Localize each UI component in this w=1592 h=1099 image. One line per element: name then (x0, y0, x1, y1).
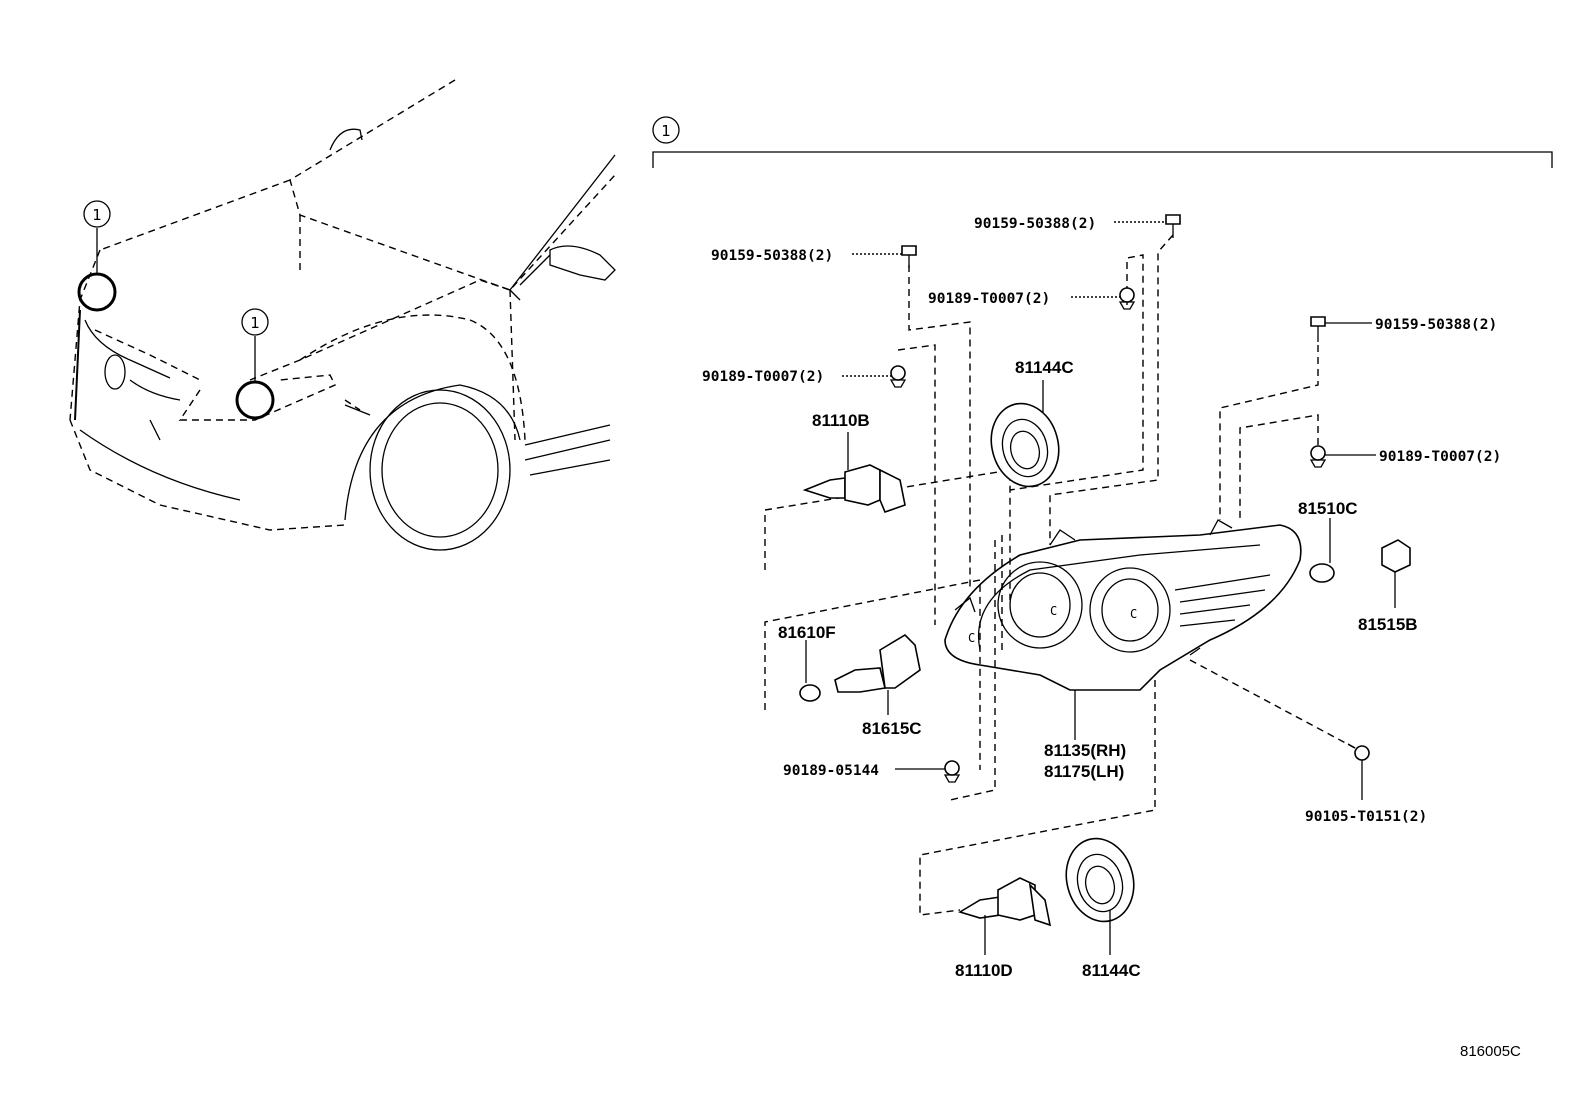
label-81135-rh: 81135(RH) (1044, 741, 1126, 760)
headlamp-assembly: C C C (944, 519, 1302, 740)
label-90159-left: 90159-50388(2) (711, 248, 833, 264)
fastener-screw-right (1310, 316, 1326, 342)
label-90189-t0007-right: 90189-T0007(2) (1379, 449, 1501, 465)
label-81515b: 81515B (1358, 615, 1418, 634)
svg-text:1: 1 (92, 206, 102, 224)
label-81110b: 81110B (812, 411, 870, 430)
socket-81615c (834, 633, 921, 715)
label-81175-lh: 81175(LH) (1044, 762, 1124, 781)
clip-nut-bottom (943, 760, 961, 783)
label-81110d: 81110D (955, 961, 1013, 980)
bulb-81610f (799, 640, 821, 702)
label-90159-right: 90159-50388(2) (1375, 317, 1497, 333)
callout-marker-bracket: 1 (652, 116, 680, 144)
callout-marker-left: 1 (83, 200, 111, 228)
dust-cover-bottom (1065, 837, 1135, 955)
label-90189-t0007-left: 90189-T0007(2) (702, 369, 824, 385)
label-81144c-bottom: 81144C (1082, 961, 1141, 980)
label-90189-t0007-mid: 90189-T0007(2) (928, 291, 1050, 307)
clip-nut-mid (1118, 287, 1136, 310)
leader-lines (842, 221, 1376, 800)
svg-text:1: 1 (250, 314, 260, 332)
svg-text:C: C (1050, 604, 1057, 618)
fastener-screw-left (901, 245, 917, 268)
label-90159-top: 90159-50388(2) (974, 216, 1096, 232)
label-81615c: 81615C (862, 719, 922, 738)
bolt-90105 (1347, 743, 1370, 761)
svg-text:1: 1 (661, 122, 671, 140)
svg-text:C: C (1130, 607, 1137, 621)
clip-nut-left (889, 365, 907, 388)
assembly-bracket (652, 151, 1553, 168)
diagram-code: 816005C (1460, 1043, 1521, 1060)
assembly-guide-lines (764, 234, 1356, 916)
callout-marker-mid: 1 (241, 308, 269, 336)
clip-nut-right (1309, 445, 1327, 468)
label-81510c: 81510C (1298, 499, 1358, 518)
fastener-screw-top (1165, 214, 1181, 238)
label-81144c-top: 81144C (1015, 358, 1074, 377)
svg-text:C: C (968, 631, 975, 645)
label-90189-05144: 90189-05144 (783, 763, 879, 779)
bulb-81110d (958, 877, 1052, 955)
socket-81515b (1381, 539, 1411, 608)
bulb-81510c (1309, 518, 1335, 583)
dust-cover-top (990, 380, 1060, 488)
bulb-81110b (802, 432, 906, 514)
label-81610f: 81610F (778, 623, 836, 642)
label-90105-t0151: 90105-T0151(2) (1305, 809, 1427, 825)
car-front-illustration (69, 79, 616, 551)
